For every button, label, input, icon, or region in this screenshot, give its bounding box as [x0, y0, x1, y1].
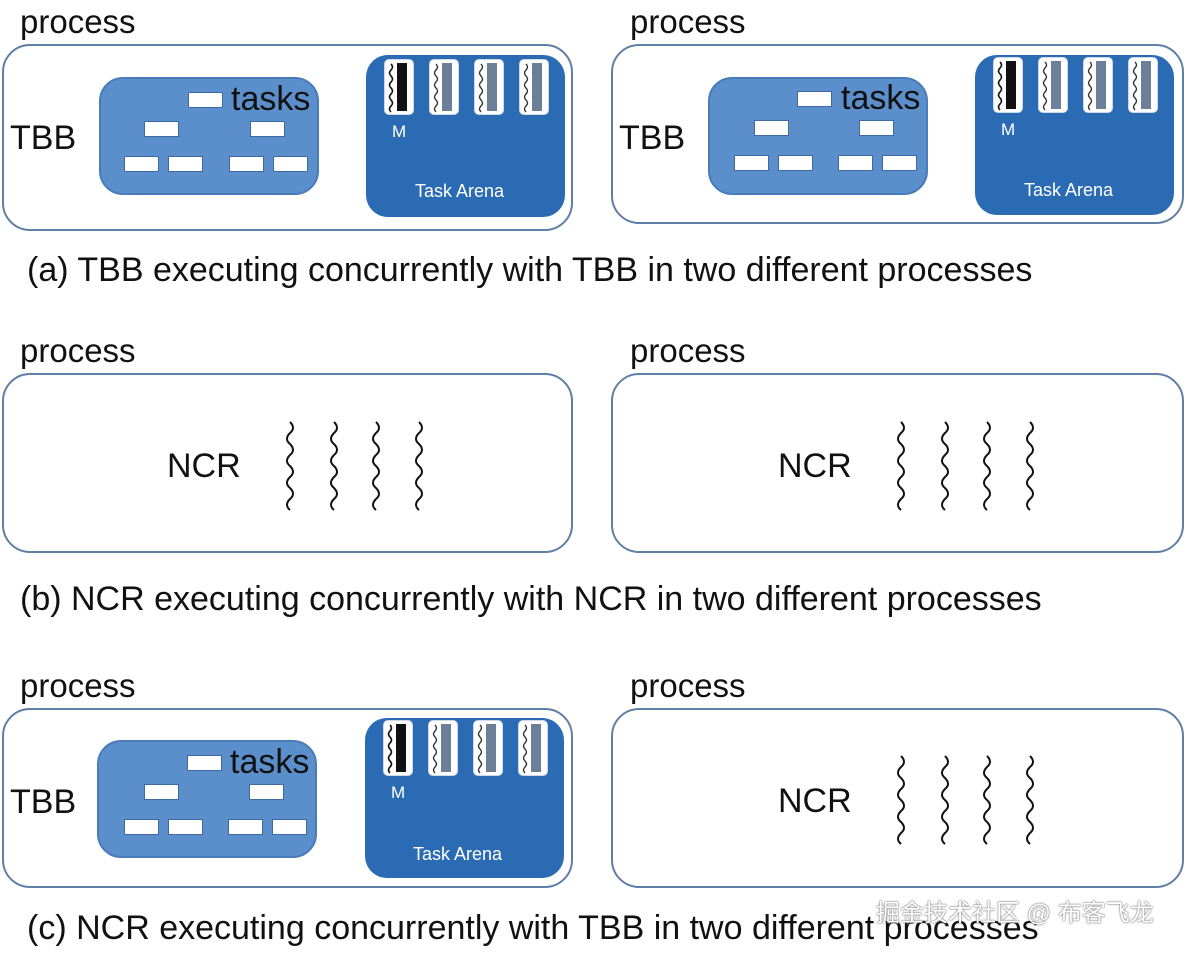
worker-thread-slot	[428, 720, 458, 776]
ncr-label: NCR	[778, 782, 852, 820]
caption-b: (b) NCR executing concurrently with NCR …	[20, 580, 1042, 618]
tbb-label: TBB	[10, 119, 77, 157]
process-label: process	[20, 667, 136, 704]
process-label: process	[630, 332, 746, 369]
task-arena: M Task Arena	[975, 55, 1174, 215]
ncr-threads	[286, 421, 423, 511]
master-label: M	[392, 122, 407, 141]
tasks-label: tasks	[230, 743, 310, 781]
task-arena-label: Task Arena	[1024, 180, 1114, 200]
ncr-label: NCR	[778, 447, 852, 485]
caption-a: (a) TBB executing concurrently with TBB …	[27, 251, 1033, 289]
thread-icon	[286, 421, 294, 511]
thread-icon	[983, 421, 991, 511]
task-arena: M Task Arena	[365, 718, 564, 878]
process-box	[611, 708, 1184, 888]
process-label: process	[630, 667, 746, 704]
process-label: process	[630, 3, 746, 40]
task-block	[124, 156, 159, 172]
task-block	[778, 155, 813, 171]
caption-c: (c) NCR executing concurrently with TBB …	[27, 909, 1039, 947]
task-arena: M Task Arena	[366, 55, 565, 217]
thread-icon	[415, 421, 423, 511]
ncr-label: NCR	[167, 447, 241, 485]
thread-icon	[1026, 755, 1034, 845]
worker-thread-slot	[1083, 57, 1113, 113]
tasks-panel	[708, 77, 928, 195]
watermark: 掘金技术社区 @ 布客飞龙	[876, 900, 1154, 927]
task-block	[144, 121, 179, 137]
tasks-label: tasks	[231, 80, 311, 118]
task-block	[882, 155, 917, 171]
thread-icon	[372, 421, 380, 511]
task-block	[272, 819, 307, 835]
task-block	[797, 91, 832, 107]
tasks-label: tasks	[841, 79, 921, 117]
worker-thread-slot	[473, 720, 503, 776]
task-arena-label: Task Arena	[415, 181, 505, 201]
ncr-threads	[897, 755, 1034, 845]
thread-icon	[941, 421, 949, 511]
task-block	[124, 819, 159, 835]
worker-thread-slot	[474, 59, 504, 115]
master-thread-slot	[383, 720, 413, 776]
worker-thread-slot	[518, 720, 548, 776]
thread-icon	[983, 755, 991, 845]
task-block	[228, 819, 263, 835]
process-label: process	[20, 3, 136, 40]
thread-icon	[1026, 421, 1034, 511]
task-block	[187, 755, 222, 771]
task-arena-label: Task Arena	[413, 844, 503, 864]
master-thread-slot	[384, 59, 414, 115]
tbb-label: TBB	[10, 783, 77, 821]
task-block	[168, 156, 203, 172]
worker-thread-slot	[1128, 57, 1158, 113]
thread-icon	[941, 755, 949, 845]
worker-thread-slot	[1038, 57, 1068, 113]
thread-icon	[897, 421, 905, 511]
tbb-label: TBB	[619, 119, 686, 157]
task-block	[859, 120, 894, 136]
task-block	[734, 155, 769, 171]
ncr-threads	[897, 421, 1034, 511]
task-block	[144, 784, 179, 800]
master-label: M	[391, 783, 406, 802]
master-thread-slot	[993, 57, 1023, 113]
task-block	[229, 156, 264, 172]
task-block	[188, 92, 223, 108]
thread-icon	[897, 755, 905, 845]
task-block	[273, 156, 308, 172]
task-block	[754, 120, 789, 136]
worker-thread-slot	[429, 59, 459, 115]
task-block	[838, 155, 873, 171]
master-label: M	[1001, 120, 1016, 139]
task-block	[250, 121, 285, 137]
process-label: process	[20, 332, 136, 369]
task-block	[249, 784, 284, 800]
worker-thread-slot	[519, 59, 549, 115]
task-block	[168, 819, 203, 835]
thread-icon	[330, 421, 338, 511]
